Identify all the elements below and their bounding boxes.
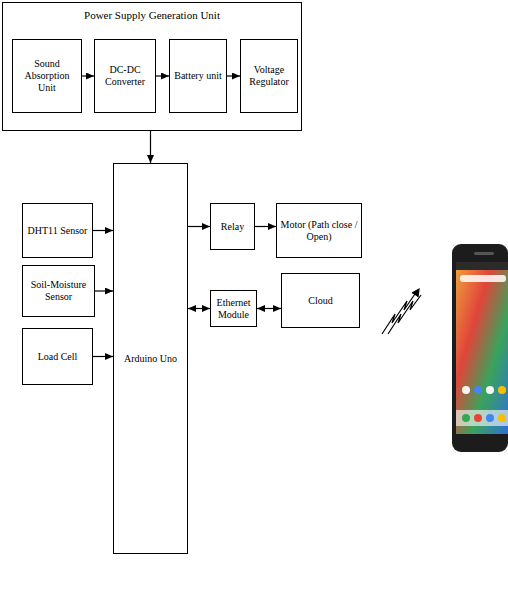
process-box: Motor (Path close / Open) <box>276 203 362 258</box>
box-label: Motor (Path close / Open) <box>280 219 358 243</box>
process-box: Voltage Regulator <box>240 39 298 113</box>
box-label: Sound Absorption Unit <box>16 58 78 94</box>
group-title: Power Supply Generation Unit <box>3 9 301 22</box>
box-label: Soil-Moisture Sensor <box>26 279 91 303</box>
connector-arrow <box>93 230 113 231</box>
process-box: Ethernet Module <box>210 290 257 327</box>
group-box: Power Supply Generation UnitSound Absorp… <box>2 2 302 131</box>
connector-arrow <box>95 290 113 291</box>
process-box: Load Cell <box>22 328 93 385</box>
connector-arrow <box>188 226 210 227</box>
process-box: DC-DC Converter <box>94 39 156 113</box>
process-box: Relay <box>210 203 255 250</box>
box-label: Ethernet Module <box>214 297 253 321</box>
box-label: Load Cell <box>38 351 78 363</box>
connector-arrow <box>150 131 151 163</box>
box-label: Voltage Regulator <box>244 64 294 88</box>
process-box: DHT11 Sensor <box>22 203 93 258</box>
box-label: Arduino Uno <box>124 353 177 365</box>
connector-arrow <box>93 356 113 357</box>
box-label: Battery unit <box>174 70 222 82</box>
box-label: Relay <box>221 221 244 233</box>
connector-arrow <box>156 75 169 76</box>
connector-arrow <box>227 75 240 76</box>
connector-arrow <box>255 226 276 227</box>
connector-arrow <box>257 308 281 309</box>
process-box: Sound Absorption Unit <box>12 39 82 113</box>
wireless-symbol <box>382 289 421 334</box>
smartphone-icon <box>452 244 508 452</box>
process-box: Soil-Moisture Sensor <box>22 265 95 317</box>
process-box: Cloud <box>281 273 360 328</box>
box-label: Cloud <box>308 295 332 307</box>
connector-arrow <box>188 308 210 309</box>
box-label: DHT11 Sensor <box>28 225 88 237</box>
box-label: DC-DC Converter <box>98 64 152 88</box>
process-box: Battery unit <box>169 39 227 113</box>
process-box: Arduino Uno <box>113 163 188 554</box>
connector-arrow <box>82 75 94 76</box>
